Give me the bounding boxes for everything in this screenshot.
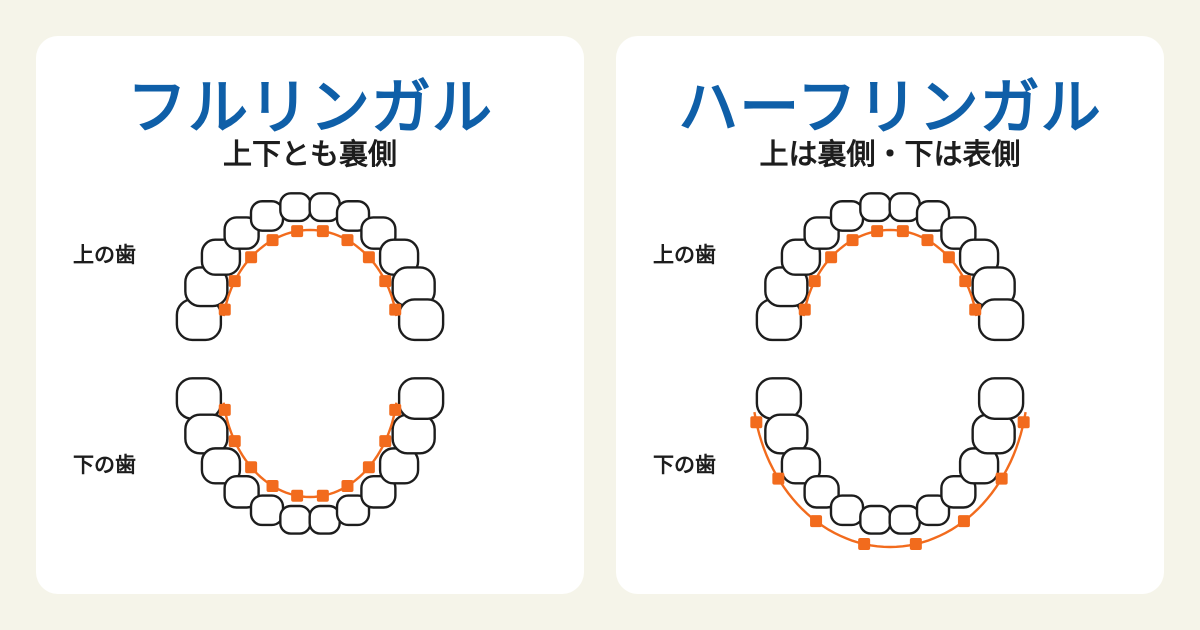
archwire [802, 228, 978, 317]
panel-full-lingual: フルリンガル 上下とも裏側 上の歯 下の歯 [36, 36, 584, 594]
lower-tooth [223, 475, 260, 509]
bracket [921, 234, 934, 247]
bracket [808, 275, 821, 288]
upper-tooth [223, 216, 260, 250]
lower-tooth [335, 494, 371, 527]
archwire [222, 228, 398, 317]
lower-tooth [397, 377, 445, 420]
bracket [266, 479, 279, 492]
lower-tooth [780, 447, 822, 485]
bracket [245, 461, 258, 474]
panel-half-lingual: ハーフリンガル 上は裏側・下は表側 上の歯 下の歯 [616, 36, 1164, 594]
dental-arch-diagram [750, 192, 1030, 551]
lower-tooth [888, 504, 921, 535]
upper-tooth [335, 200, 371, 232]
lower-tooth [915, 494, 951, 527]
dental-arch-diagram [175, 192, 445, 535]
bracket [798, 303, 811, 316]
lower-teeth-label: 下の歯 [73, 453, 136, 477]
bracket [291, 489, 304, 502]
lower-tooth [200, 447, 242, 485]
bracket-layer [218, 225, 402, 502]
bracket [266, 234, 279, 247]
bracket [957, 515, 970, 528]
bracket [871, 225, 884, 238]
lower-tooth [175, 377, 223, 420]
lower-tooth [971, 413, 1016, 455]
bracket [341, 234, 354, 247]
bracket [379, 435, 392, 448]
upper-tooth [977, 298, 1025, 342]
upper-teeth-label: 上の歯 [653, 243, 716, 267]
bracket [316, 225, 329, 238]
bracket [858, 538, 871, 551]
bracket [772, 472, 785, 485]
upper-tooth [308, 192, 341, 223]
bracket [316, 489, 329, 502]
upper-tooth [888, 192, 921, 223]
lower-teeth-label: 下の歯 [653, 453, 716, 477]
bracket [389, 303, 402, 316]
upper-arch [755, 192, 1025, 342]
bracket [228, 435, 241, 448]
panel-subtitle: 上は裏側・下は表側 [759, 137, 1021, 171]
upper-tooth [829, 200, 865, 232]
bracket [291, 225, 304, 238]
upper-tooth [397, 298, 445, 342]
upper-teeth-label: 上の歯 [73, 243, 136, 267]
lower-tooth [977, 377, 1025, 420]
upper-tooth [803, 216, 840, 250]
upper-tooth [780, 238, 822, 276]
lower-arch [175, 377, 445, 535]
lower-tooth [308, 504, 341, 535]
bracket [362, 251, 375, 264]
bracket [389, 403, 402, 416]
lower-tooth [360, 475, 397, 509]
bracket [750, 416, 763, 429]
bracket [1017, 416, 1030, 429]
bracket [825, 251, 838, 264]
panel-subtitle: 上下とも裏側 [222, 137, 397, 171]
lower-tooth [803, 475, 840, 509]
upper-tooth [915, 200, 951, 232]
upper-tooth [200, 238, 242, 276]
bracket [245, 251, 258, 264]
lower-tooth [940, 475, 977, 509]
lower-tooth [391, 413, 436, 455]
bracket [959, 275, 972, 288]
lower-tooth [859, 504, 892, 535]
upper-tooth [859, 192, 892, 223]
upper-tooth [249, 200, 285, 232]
bracket [909, 538, 922, 551]
bracket [218, 403, 231, 416]
bracket [846, 234, 859, 247]
upper-tooth [279, 192, 312, 223]
lower-tooth [755, 377, 803, 420]
bracket-layer [750, 225, 1030, 551]
bracket [896, 225, 909, 238]
lower-arch [755, 377, 1025, 535]
bracket [810, 515, 823, 528]
panel-title: フルリンガル [127, 73, 493, 143]
lower-tooth [829, 494, 865, 527]
bracket [341, 479, 354, 492]
bracket [969, 303, 982, 316]
bracket [995, 472, 1008, 485]
bracket [362, 461, 375, 474]
lower-tooth [249, 494, 285, 527]
bracket [228, 275, 241, 288]
lower-tooth [279, 504, 312, 535]
bracket [942, 251, 955, 264]
upper-arch [175, 192, 445, 342]
bracket [218, 303, 231, 316]
archwire [222, 402, 398, 499]
bracket [379, 275, 392, 288]
panel-title: ハーフリンガル [678, 73, 1102, 143]
